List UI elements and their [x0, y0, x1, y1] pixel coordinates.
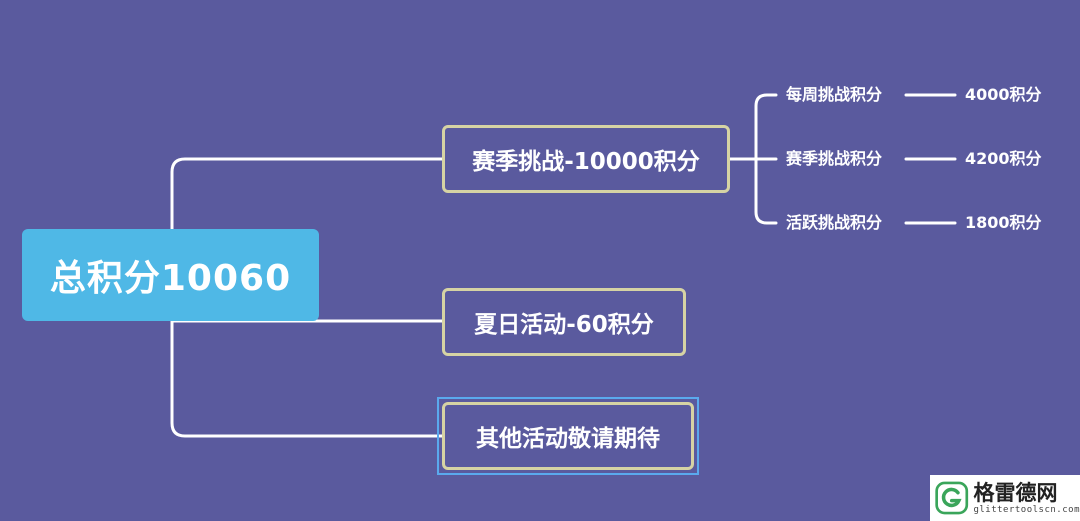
leaf-active-value[interactable]: 1800积分 — [965, 213, 1042, 232]
leaf-active-challenge[interactable]: 活跃挑战积分 — [786, 213, 883, 232]
watermark: 格雷德网 glittertoolscn.com — [930, 475, 1080, 521]
connector-season-to-active — [754, 157, 778, 225]
branch-season-challenge[interactable]: 赛季挑战-10000积分 — [442, 125, 730, 193]
leaf-weekly-challenge[interactable]: 每周挑战积分 — [786, 85, 883, 104]
branch-label: 夏日活动-60积分 — [474, 312, 654, 338]
connector-root-to-other — [170, 319, 444, 438]
root-node[interactable]: 总积分10060 — [22, 229, 319, 321]
branch-label: 其他活动敬请期待 — [476, 426, 660, 452]
watermark-logo-icon — [935, 481, 969, 515]
connector-root-to-season — [170, 157, 444, 231]
leaf-season-value[interactable]: 4200积分 — [965, 149, 1042, 168]
branch-summer-event[interactable]: 夏日活动-60积分 — [442, 288, 686, 356]
leaf-weekly-value[interactable]: 4000积分 — [965, 85, 1042, 104]
leaf-season-challenge[interactable]: 赛季挑战积分 — [786, 149, 883, 168]
watermark-title: 格雷德网 — [973, 480, 1058, 505]
branch-label: 赛季挑战-10000积分 — [472, 149, 700, 175]
branch-other-events[interactable]: 其他活动敬请期待 — [442, 402, 694, 470]
watermark-url: glittertoolscn.com — [973, 505, 1080, 515]
root-label: 总积分10060 — [49, 258, 292, 299]
connector-season-to-weekly — [728, 93, 778, 161]
